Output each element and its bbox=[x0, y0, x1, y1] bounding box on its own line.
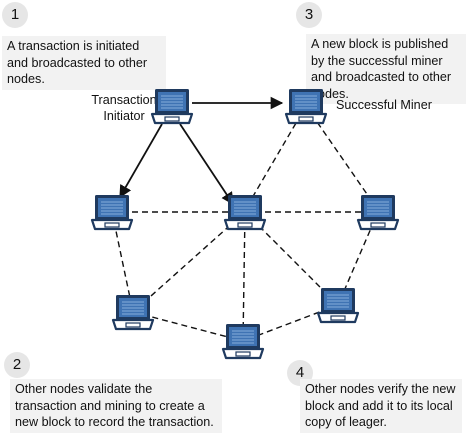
left-node-laptop-icon bbox=[90, 193, 134, 231]
initiator-laptop-icon bbox=[150, 87, 194, 125]
bottom-node-laptop-icon bbox=[221, 322, 265, 360]
center-node-laptop-icon bbox=[223, 193, 267, 231]
step-2-description: Other nodes validate the transaction and… bbox=[10, 379, 222, 433]
broadcast-arrows bbox=[119, 96, 284, 206]
miner-laptop-icon bbox=[284, 87, 328, 125]
successful-miner-label: Successful Miner bbox=[336, 98, 432, 112]
step-1-description: A transaction is initiated and broadcast… bbox=[2, 36, 166, 90]
lower-right-node-laptop-icon bbox=[316, 286, 360, 324]
step-3-badge: 3 bbox=[296, 2, 322, 28]
step-4-description: Other nodes verify the new block and add… bbox=[300, 379, 462, 433]
step-2-badge: 2 bbox=[4, 352, 30, 378]
step-1-badge: 1 bbox=[2, 2, 28, 28]
transaction-initiator-label: Transaction Initiator bbox=[91, 93, 157, 123]
lower-left-node-laptop-icon bbox=[111, 293, 155, 331]
right-node-laptop-icon bbox=[356, 193, 400, 231]
